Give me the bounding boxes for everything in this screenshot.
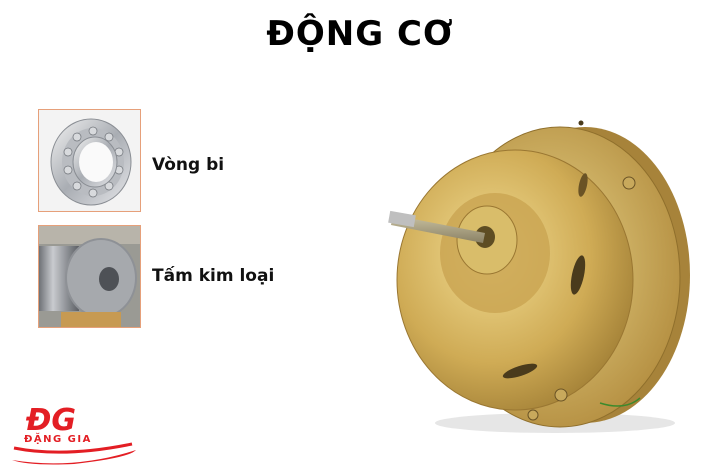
page-title: ĐỘNG CƠ: [266, 14, 454, 54]
fan-motor-image: [385, 105, 695, 435]
ball-bearing-image: [38, 109, 141, 212]
metal-coil-icon: [39, 226, 140, 327]
metal-sheet-image: [38, 225, 141, 328]
logo-text: ĐẶNG GIA: [24, 434, 92, 445]
logo-mark-icon: ĐG: [12, 403, 136, 465]
ball-bearing-icon: [39, 110, 140, 211]
motor-icon: [388, 120, 690, 433]
dang-gia-logo: ĐG: [4, 398, 144, 468]
component-label-bearing: Vòng bi: [152, 155, 225, 175]
svg-text:ĐG: ĐG: [25, 403, 76, 438]
component-label-metal-sheet: Tấm kim loại: [152, 266, 275, 286]
